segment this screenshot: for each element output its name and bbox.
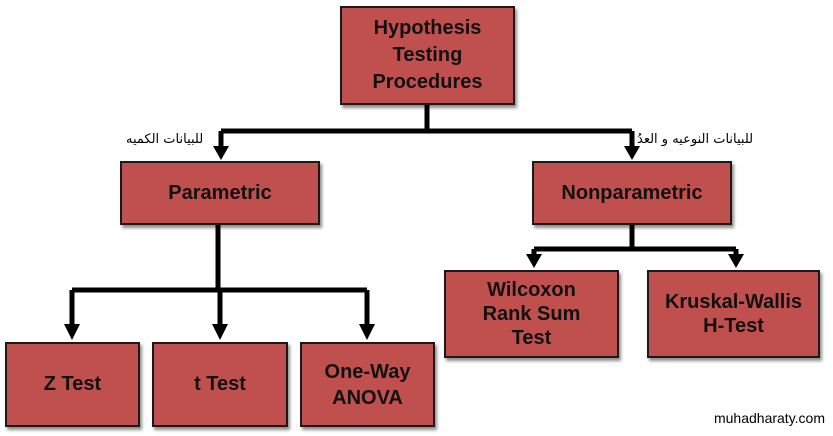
arrowhead-anova — [359, 324, 375, 340]
arrowhead-nonparametric — [624, 146, 640, 160]
node-z-test-label: Z Test — [43, 373, 102, 395]
node-parametric-label: Parametric — [168, 181, 272, 204]
label-qualitative-count-data: للبيانات النوعيه و العدُ — [637, 132, 754, 147]
node-nonparametric-label: Nonparametric — [561, 181, 703, 204]
arrowhead-t-test — [212, 324, 228, 340]
node-t-test-label: t Test — [194, 373, 246, 395]
node-wilcoxon: Wilcoxon Rank Sum Test — [444, 270, 619, 358]
arrowhead-z-test — [64, 324, 80, 340]
node-root-label: Hypothesis Testing Procedures — [372, 17, 483, 93]
watermark: muhadharaty.com — [713, 410, 825, 426]
arrowhead-parametric — [213, 146, 229, 160]
label-quantitative-data: للبيانات الكميه — [126, 132, 204, 147]
node-z-test: Z Test — [5, 342, 140, 427]
node-anova-label: One-Way ANOVA — [324, 360, 411, 409]
arrowhead-wilcoxon — [526, 254, 542, 268]
node-anova: One-Way ANOVA — [300, 342, 435, 427]
node-kruskal-label: Kruskal-Wallis H-Test — [664, 291, 803, 337]
node-root: Hypothesis Testing Procedures — [340, 6, 515, 105]
node-t-test: t Test — [152, 342, 288, 427]
node-nonparametric: Nonparametric — [532, 161, 732, 225]
node-parametric: Parametric — [120, 161, 320, 225]
arrowhead-kruskal — [728, 254, 744, 268]
node-kruskal: Kruskal-Wallis H-Test — [647, 270, 820, 358]
node-wilcoxon-label: Wilcoxon Rank Sum Test — [482, 279, 581, 349]
